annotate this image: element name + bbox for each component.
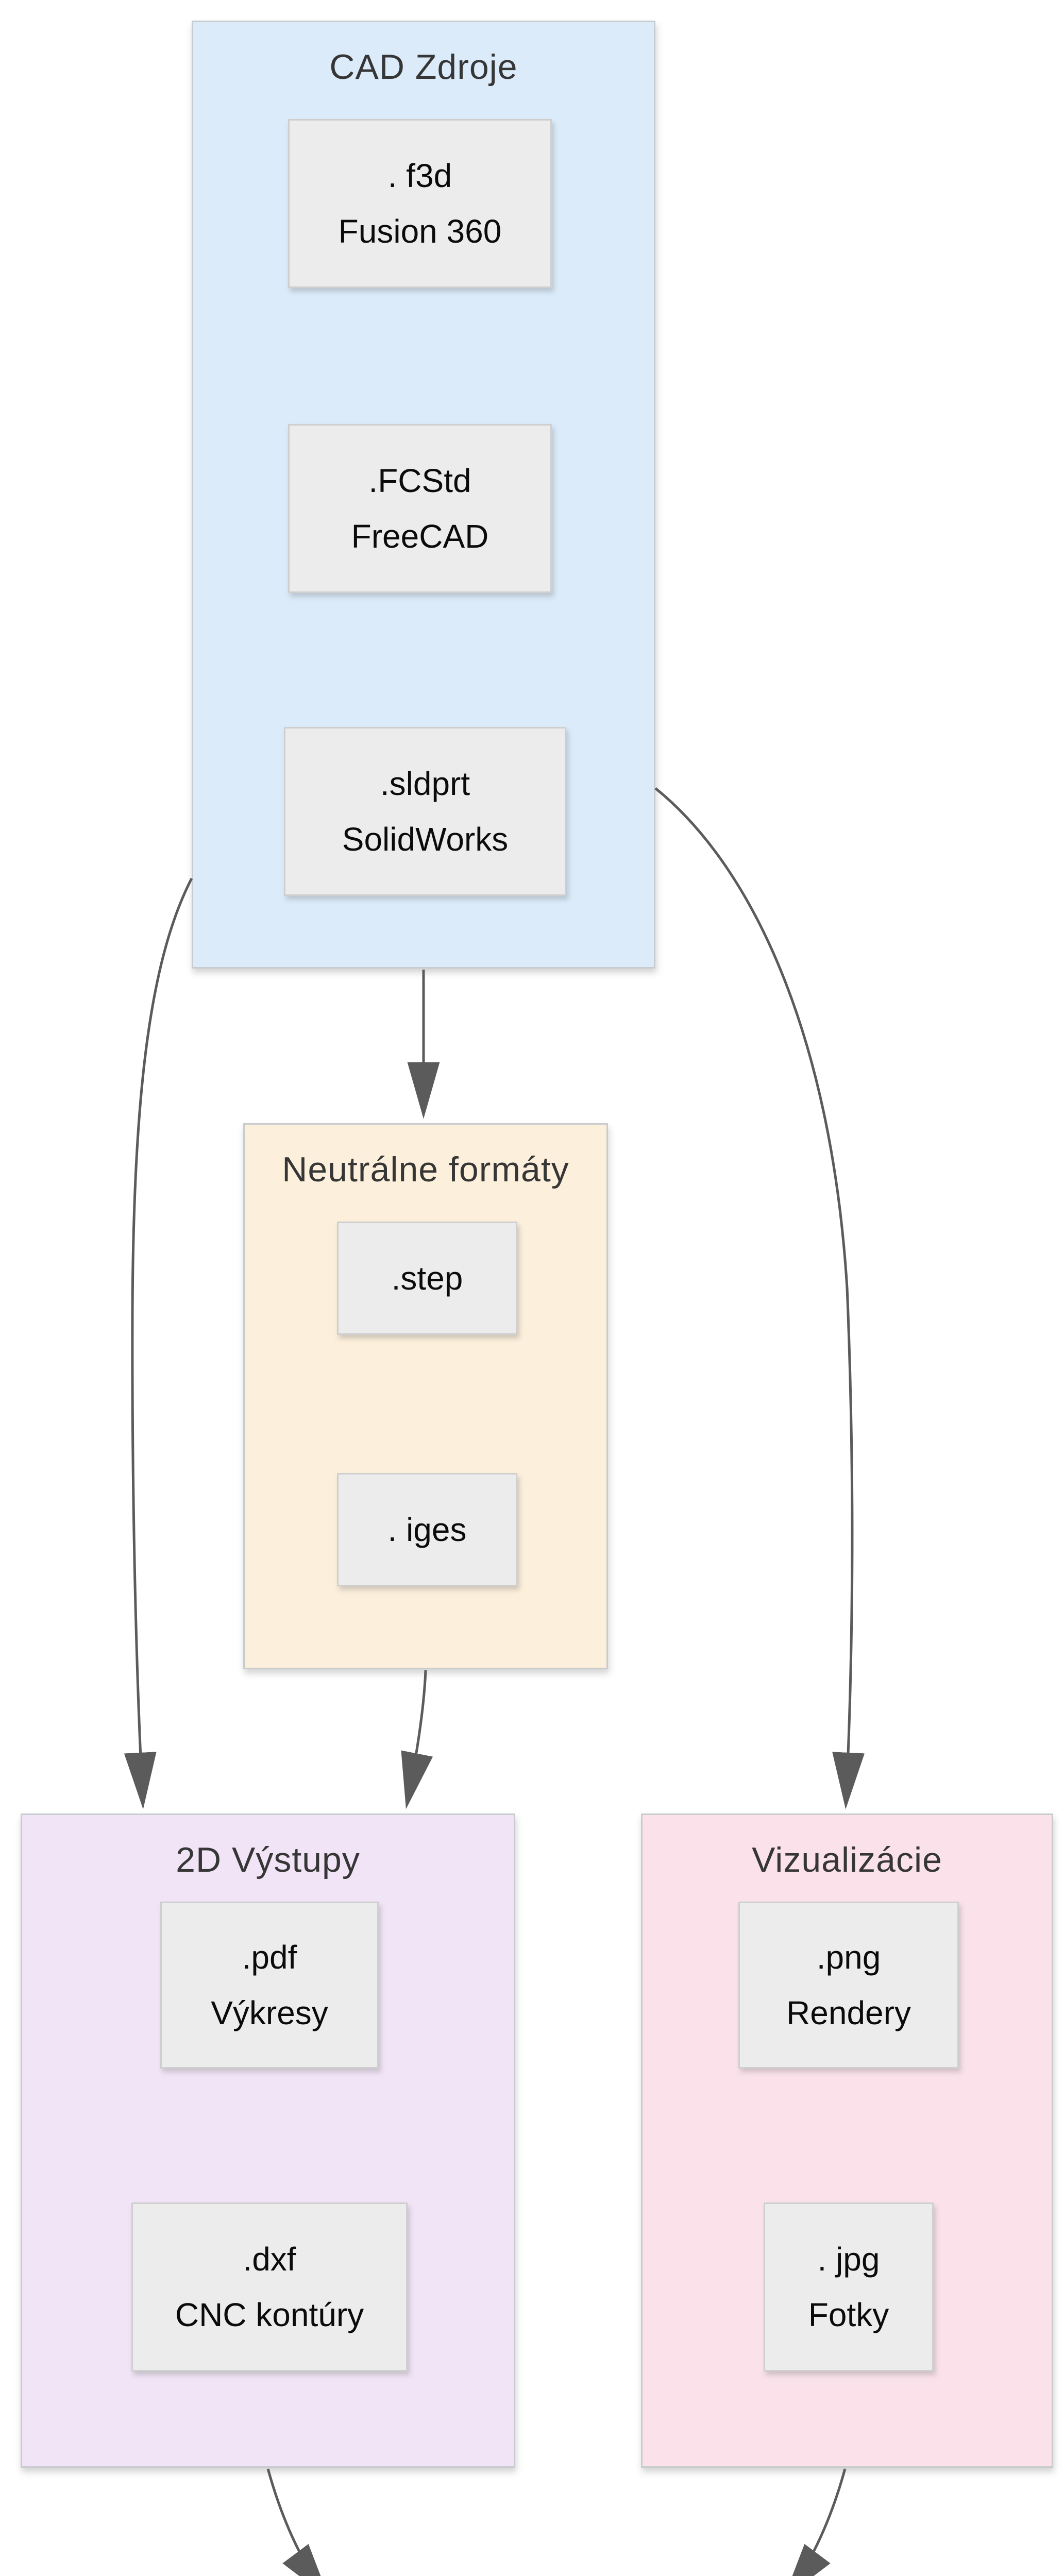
node-f3d-fusion360: . f3d Fusion 360: [288, 119, 552, 288]
edge-cad-to-2d-vystupy: [124, 877, 193, 1809]
node-pdf-vykresy: .pdf Výkresy: [160, 1902, 379, 2069]
node-png-rendery: .png Rendery: [738, 1902, 959, 2069]
node-label: .dxf: [243, 2240, 296, 2278]
node-label: . f3d: [387, 157, 452, 194]
group-title-neutralne-formaty: Neutrálne formáty: [282, 1150, 569, 1189]
edge-cad-to-vizualizacie: [654, 787, 865, 1809]
node-label: .step: [391, 1259, 463, 1297]
group-title-vizualizacie: Vizualizácie: [752, 1840, 942, 1879]
node-sublabel: Rendery: [786, 1994, 911, 2031]
node-label: . jpg: [817, 2240, 880, 2278]
node-label: . iges: [387, 1511, 467, 1548]
node-sublabel: CNC kontúry: [175, 2296, 364, 2333]
node-sublabel: Výkresy: [211, 1994, 328, 2031]
node-sublabel: SolidWorks: [342, 821, 509, 858]
node-jpg-fotky: . jpg Fotky: [764, 2202, 934, 2371]
edge-2d-vystupy-to-dokumentacia: [266, 2468, 330, 2576]
group-title-cad-zdroje: CAD Zdroje: [329, 47, 518, 87]
node-label: .FCStd: [368, 462, 471, 499]
group-2d-vystupy: 2D Výstupy .pdf Výkresy .dxf CNC kontúry: [21, 1814, 515, 2468]
node-label: .png: [816, 1938, 881, 1976]
group-title-2d-vystupy: 2D Výstupy: [176, 1840, 360, 1879]
node-sublabel: FreeCAD: [351, 518, 489, 555]
node-dxf-cnc-kontury: .dxf CNC kontúry: [131, 2202, 408, 2371]
edge-neutral-to-2d-vystupy: [401, 1670, 433, 1809]
edge-vizualizacie-to-dokumentacia: [783, 2468, 847, 2576]
node-fcstd-freecad: .FCStd FreeCAD: [288, 424, 552, 593]
node-iges: . iges: [337, 1473, 517, 1586]
group-cad-zdroje: CAD Zdroje . f3d Fusion 360 .FCStd FreeC…: [192, 21, 655, 969]
group-vizualizacie: Vizualizácie .png Rendery . jpg Fotky: [641, 1814, 1053, 2468]
node-sublabel: Fusion 360: [338, 213, 502, 250]
node-sldprt-solidworks: .sldprt SolidWorks: [284, 727, 566, 896]
node-label: .sldprt: [380, 765, 470, 802]
node-step: .step: [337, 1222, 517, 1335]
node-label: .pdf: [242, 1938, 297, 1976]
group-neutralne-formaty: Neutrálne formáty .step . iges: [243, 1123, 608, 1669]
node-sublabel: Fotky: [808, 2296, 889, 2333]
